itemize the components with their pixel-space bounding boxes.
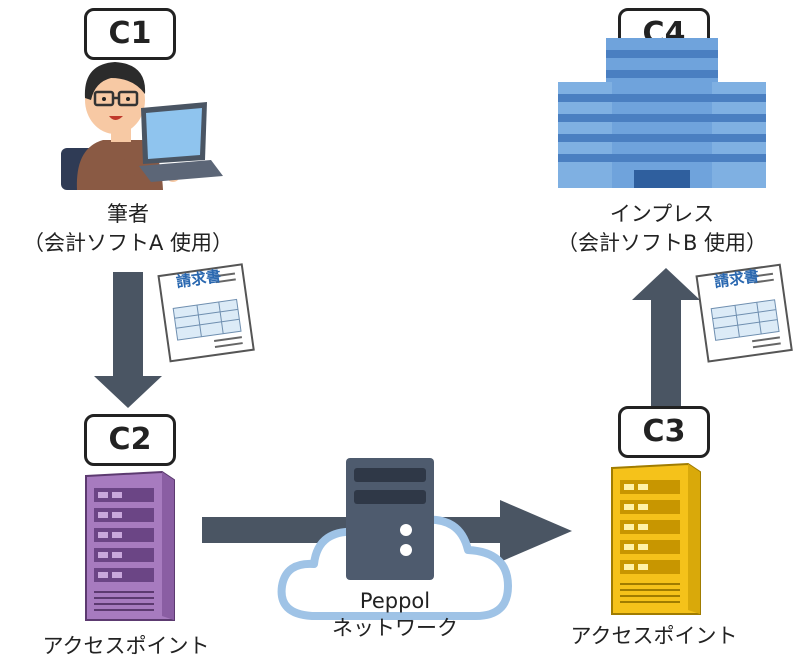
- c3-badge: C3: [618, 406, 710, 458]
- network-label: Peppol ネットワーク: [300, 588, 490, 642]
- server-icon-c2: [85, 470, 175, 621]
- c1-label: 筆者 （会計ソフトA 使用）: [0, 200, 256, 258]
- server-icon-c3: [611, 462, 701, 615]
- c1-badge: C1: [84, 8, 176, 60]
- invoice-document-icon: [157, 263, 255, 363]
- c2-label: アクセスポイント: [42, 634, 210, 658]
- c3-label: アクセスポイント: [570, 624, 738, 648]
- office-building-icon: [558, 38, 766, 188]
- c1-detail: （会計ソフトA 使用）: [22, 231, 234, 255]
- person-with-laptop-icon: [61, 62, 223, 190]
- c2-badge: C2: [84, 414, 176, 466]
- c4-detail: （会計ソフトB 使用）: [556, 231, 768, 255]
- network-server-icon: [346, 458, 434, 580]
- network-label-line1: Peppol: [359, 589, 431, 613]
- c1-name: 筆者: [107, 202, 149, 226]
- c4-label: インプレス （会計ソフトB 使用）: [534, 200, 790, 258]
- network-label-line2: ネットワーク: [332, 616, 458, 640]
- invoice-document-icon-2: [695, 263, 793, 363]
- c4-name: インプレス: [609, 202, 715, 226]
